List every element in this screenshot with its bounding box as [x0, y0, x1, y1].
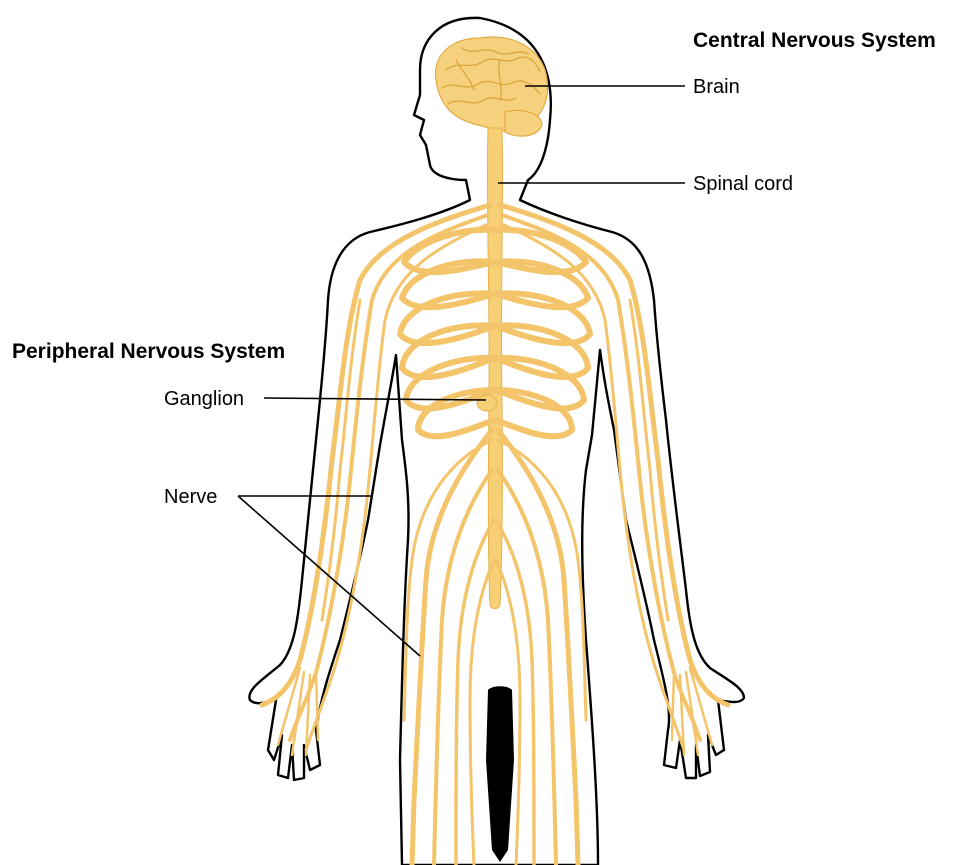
spinal-cord-label: Spinal cord — [693, 173, 793, 195]
ganglion-label: Ganglion — [164, 388, 244, 410]
nerve-label: Nerve — [164, 486, 217, 508]
peripheral-heading: Peripheral Nervous System — [12, 340, 285, 363]
brain-label: Brain — [693, 76, 740, 98]
spinal-cord-shape — [487, 128, 502, 609]
ganglion-shape — [477, 395, 497, 411]
central-heading: Central Nervous System — [693, 29, 936, 52]
